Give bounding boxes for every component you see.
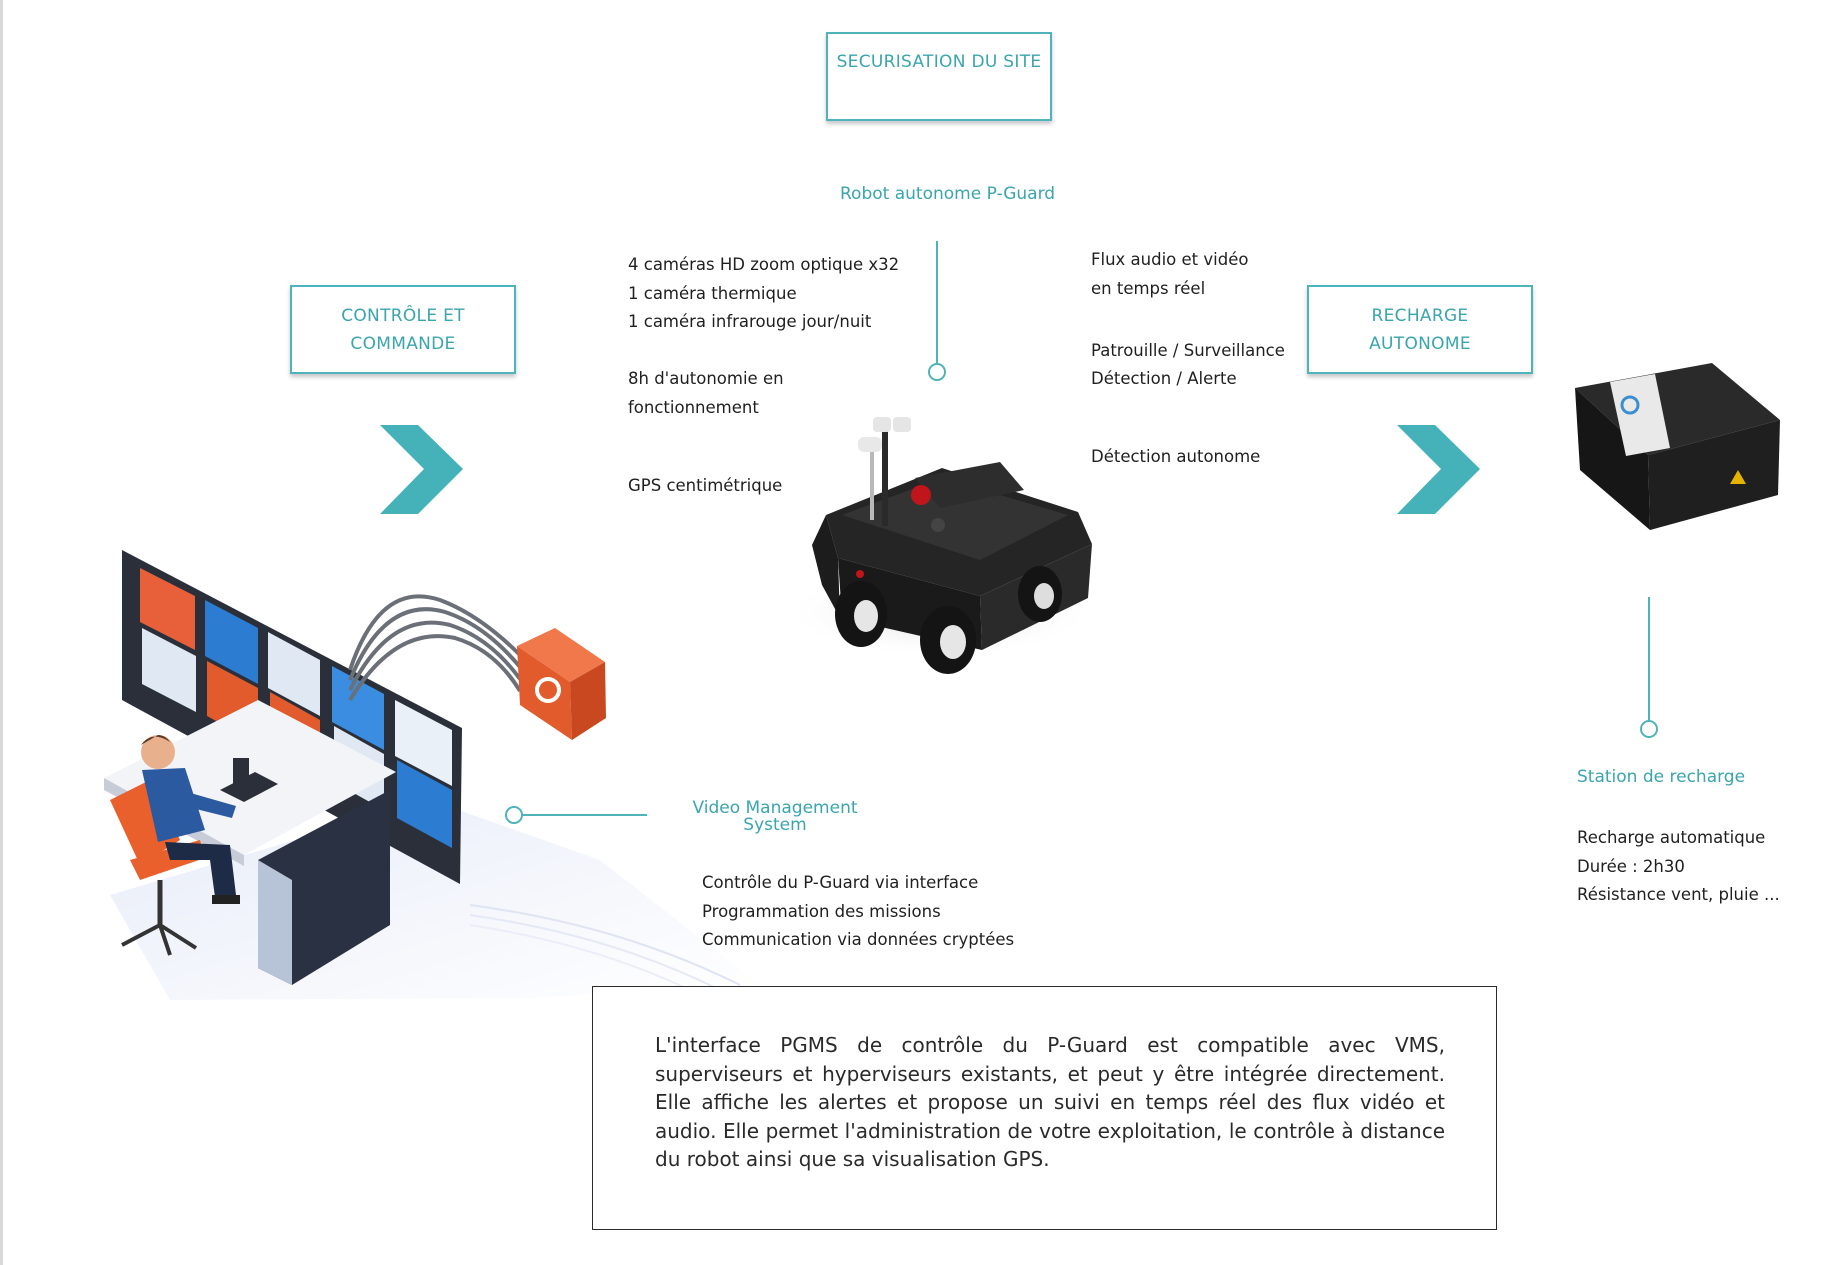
recharge-box-line2: AUTONOME bbox=[1369, 334, 1471, 354]
vms-features: Contrôle du P-Guard via interface Progra… bbox=[702, 869, 1014, 955]
robot-feature: Patrouille / Surveillance bbox=[1091, 340, 1285, 360]
description-text: L'interface PGMS de contrôle du P-Guard … bbox=[655, 1033, 1445, 1172]
robot-feature: Détection / Alerte bbox=[1091, 369, 1237, 388]
robot-connector bbox=[928, 241, 946, 381]
vms-feature: Contrôle du P-Guard via interface bbox=[702, 873, 979, 892]
robot-feature bbox=[628, 337, 899, 366]
vms-connector bbox=[505, 806, 647, 824]
controle-box-line2: COMMANDE bbox=[350, 334, 456, 354]
robot-feature: GPS centimétrique bbox=[628, 475, 783, 495]
robot-feature: 1 caméra infrarouge jour/nuit bbox=[628, 312, 872, 331]
securisation-box-label: SECURISATION DU SITE bbox=[836, 52, 1042, 72]
robot-features-right: Flux audio et vidéo en temps réel Patrou… bbox=[1091, 246, 1285, 472]
station-feature: Recharge automatique bbox=[1577, 828, 1766, 847]
robot-feature: Flux audio et vidéo bbox=[1091, 250, 1249, 269]
station-connector bbox=[1640, 597, 1658, 738]
robot-features-left: 4 caméras HD zoom optique x32 1 caméra t… bbox=[628, 251, 899, 500]
vms-feature: Programmation des missions bbox=[702, 901, 941, 921]
robot-title: Robot autonome P-Guard bbox=[840, 184, 1056, 204]
station-feature: Résistance vent, pluie ... bbox=[1577, 885, 1780, 904]
station-features: Recharge automatique Durée : 2h30 Résist… bbox=[1577, 824, 1780, 910]
robot-feature bbox=[1091, 303, 1285, 332]
vms-title-line1: Video Management bbox=[692, 798, 858, 818]
robot-feature bbox=[1091, 394, 1285, 423]
recharge-box-line1: RECHARGE bbox=[1371, 306, 1469, 326]
vms-title-line2: System bbox=[743, 815, 807, 835]
control-room-illustration bbox=[104, 550, 760, 1000]
robot-feature bbox=[628, 422, 899, 451]
robot-image bbox=[785, 417, 1095, 674]
recharge-autonome-box: RECHARGE AUTONOME bbox=[1307, 285, 1533, 374]
chevron-right-icon bbox=[380, 425, 463, 514]
charging-station-image bbox=[1575, 363, 1780, 530]
robot-feature: fonctionnement bbox=[628, 397, 759, 417]
station-feature: Durée : 2h30 bbox=[1577, 856, 1685, 876]
robot-feature: 4 caméras HD zoom optique x32 bbox=[628, 255, 900, 274]
controle-box-line1: CONTRÔLE ET bbox=[341, 306, 465, 326]
robot-feature: 8h d'autonomie en bbox=[628, 369, 784, 388]
chevron-right-icon bbox=[1397, 425, 1480, 514]
robot-feature: 1 caméra thermique bbox=[628, 283, 797, 303]
securisation-box: SECURISATION DU SITE bbox=[826, 32, 1052, 121]
robot-feature: Détection autonome bbox=[1091, 447, 1261, 466]
page-edge bbox=[0, 0, 3, 1265]
vms-title: Video Management System bbox=[690, 800, 860, 834]
controle-commande-box: CONTRÔLE ET COMMANDE bbox=[290, 285, 516, 374]
station-title: Station de recharge bbox=[1577, 767, 1746, 787]
robot-feature: en temps réel bbox=[1091, 278, 1206, 298]
vms-feature: Communication via données cryptées bbox=[702, 930, 1015, 949]
description-box: L'interface PGMS de contrôle du P-Guard … bbox=[592, 986, 1497, 1230]
